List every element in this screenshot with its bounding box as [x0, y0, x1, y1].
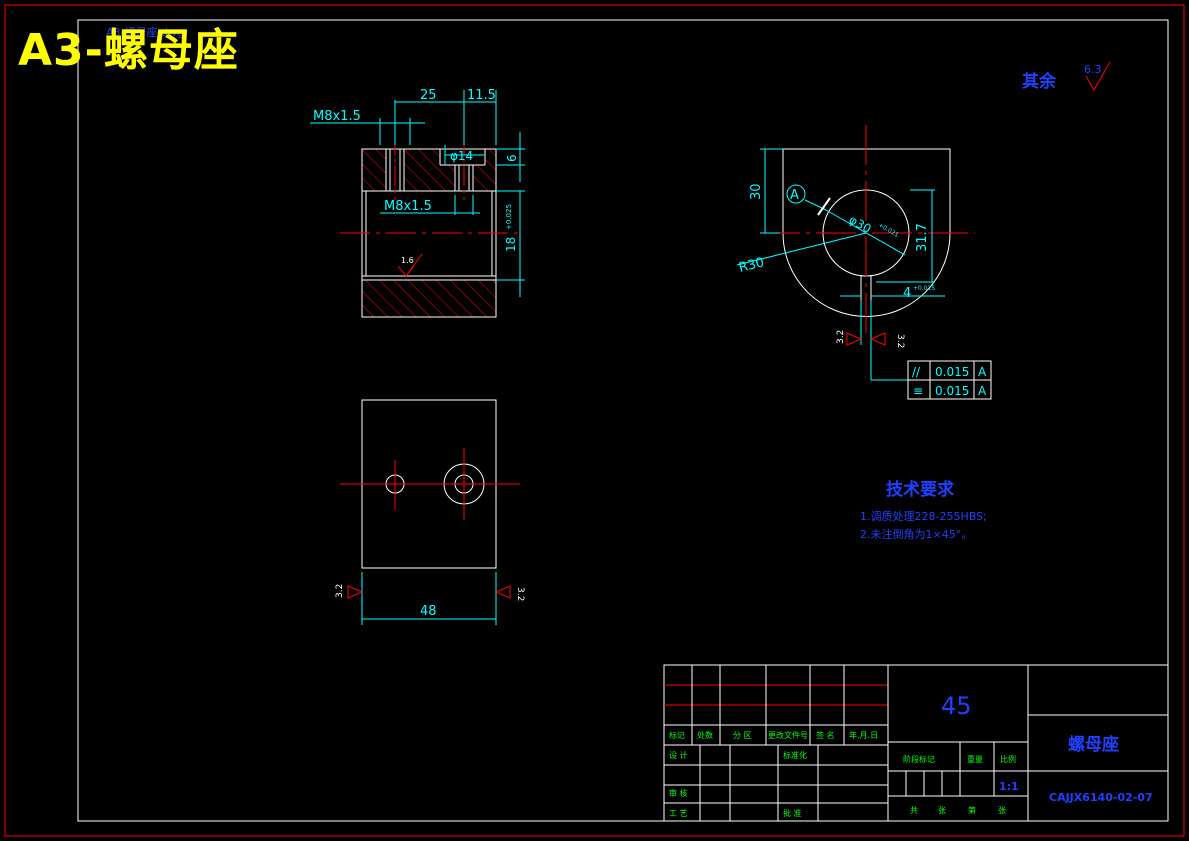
dim-6: 6	[505, 154, 519, 162]
side-outline	[782, 148, 951, 317]
tol-value-2: 0.015	[935, 384, 969, 398]
dim-m8-mid: M8x1.5	[384, 199, 432, 214]
hdr-label-3: 更改文件号	[768, 730, 808, 740]
stage-label-1: 重量	[967, 754, 983, 764]
dim-11-5: 11.5	[467, 88, 496, 103]
sheet-label-3: 张	[998, 806, 1006, 815]
dim-phi30-tol: +0.021	[877, 222, 900, 239]
roughness-other-symbol	[1085, 61, 1111, 92]
roughness-other-value: 6.3	[1084, 63, 1102, 76]
tol-value-1: 0.015	[935, 365, 969, 379]
standardize-label: 标准化	[783, 750, 807, 760]
title-overlay: A3-螺母座.dwg	[106, 26, 184, 39]
roughness-top-left: 3.2	[335, 584, 345, 598]
roughness-top-right-symbol	[494, 585, 511, 599]
dim-4: 4	[903, 286, 911, 301]
stage-label-2: 比例	[1000, 754, 1016, 764]
datum-circle	[786, 184, 806, 204]
part-name: 螺母座	[1068, 734, 1119, 755]
dim-18: 18	[504, 237, 518, 252]
dim-25: 25	[420, 88, 437, 103]
hatch-bottom	[362, 280, 496, 317]
dim-4-tol: +0.025	[913, 285, 935, 292]
roughness-side-right: 3.2	[895, 334, 905, 348]
stage-label-0: 阶段标记	[903, 754, 935, 764]
drawing-number: CAJJX6140-02-07	[1049, 791, 1153, 804]
approve-label: 批 准	[783, 808, 802, 818]
hdr-label-5: 年.月.日	[849, 730, 878, 740]
front-view: 25 11.5 M8x1.5 φ14 6 M8x1.5 18 +0.025 1.…	[310, 88, 525, 318]
tol-symbol-symmetry: ≡	[913, 384, 923, 398]
dim-18-tol: +0.025	[505, 204, 513, 230]
roughness-other-label: 其余	[1022, 71, 1057, 92]
hdr-label-0: 标记	[669, 730, 685, 740]
roughness-1-6: 1.6	[401, 256, 414, 265]
roughness-side-left: 3.2	[836, 330, 846, 344]
roughness-side-right-symbol	[869, 332, 886, 346]
datum-label: A	[790, 188, 799, 203]
hdr-label-1: 处数	[697, 730, 713, 740]
dim-m8-top: M8x1.5	[313, 109, 361, 124]
material: 45	[941, 692, 972, 720]
hdr-label-2: 分 区	[733, 731, 752, 740]
scale: 1:1	[999, 780, 1019, 793]
roughness-top-right: 3.2	[515, 587, 525, 601]
tech-req-title: 技术要求	[886, 479, 954, 500]
dim-r30: R30	[737, 255, 765, 276]
sheet-label-1: 张	[938, 806, 946, 815]
tol-datum-1: A	[978, 365, 987, 379]
hdr-label-4: 签 名	[816, 730, 835, 740]
roughness-top-left-symbol	[347, 585, 364, 599]
dim-48: 48	[420, 604, 437, 619]
row-label-0: 设 计	[669, 750, 688, 760]
roughness-side-left-symbol	[846, 332, 863, 346]
sheet-label-0: 共	[910, 806, 918, 815]
side-view: A 30 φ30 +0.021 R30 31.7 4 +0.025 3.2 3.…	[736, 125, 992, 400]
roughness-1-6-symbol	[397, 253, 423, 277]
dim-31-7: 31.7	[915, 223, 930, 252]
tol-datum-2: A	[978, 384, 987, 398]
counterbore	[440, 149, 485, 165]
page-title: A3-螺母座	[18, 25, 239, 76]
dim-30: 30	[749, 183, 764, 200]
tech-req-item-2: 2.未注倒角为1×45°。	[860, 527, 972, 541]
title-block: 45 螺母座 CAJJX6140-02-07 1:1 标记 处数 分 区 更改文…	[663, 664, 1169, 822]
sheet-label-2: 第	[968, 805, 976, 815]
outer-frame	[4, 4, 1185, 837]
tol-symbol-parallel: //	[912, 365, 921, 379]
top-view: 48 3.2 3.2	[335, 399, 525, 625]
tech-req-item-1: 1.调质处理228-255HBS;	[860, 510, 987, 523]
row-label-1: 审 核	[669, 788, 688, 798]
drawing-border	[77, 19, 1169, 822]
row-label-2: 工 艺	[669, 809, 688, 818]
dim-phi14: φ14	[450, 149, 473, 163]
